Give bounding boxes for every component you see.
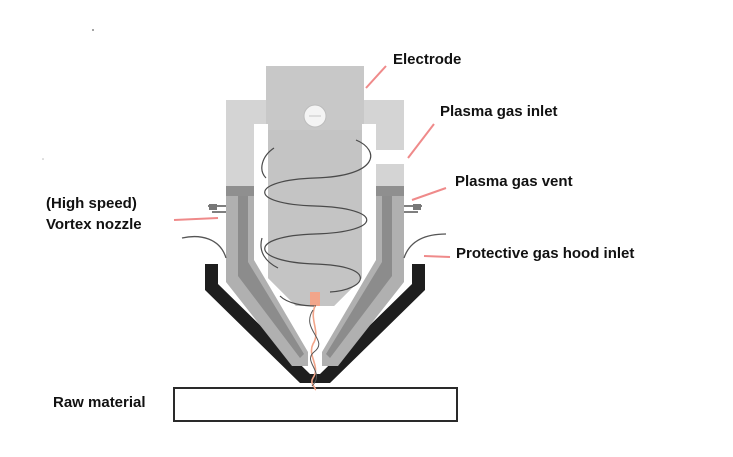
raw-material-plate (173, 387, 458, 422)
protective-gas-hood-inlet-leader-line (423, 255, 451, 258)
vortex-nozzle-right-band (376, 186, 404, 196)
plasma-gas-inlet-label: Plasma gas inlet (440, 103, 558, 120)
torch-body-left (226, 100, 266, 186)
torch-body-right-lower (376, 164, 404, 186)
vortex-nozzle-left-band (226, 186, 254, 196)
electrode-shaft-shade (268, 130, 362, 306)
vortex-nozzle-left-inner (238, 190, 304, 358)
protective-gas-hood (205, 264, 425, 383)
torch-body-right (364, 100, 404, 150)
protective-gas-hood-inlet-label: Protective gas hood inlet (456, 245, 635, 262)
vortex-nozzle-label-line2: Vortex nozzle (46, 216, 142, 233)
gas-inlet-gap (376, 150, 404, 164)
plasma-gas-vent-label: Plasma gas vent (455, 173, 573, 190)
plasma-gas-inlet-leader-line (407, 123, 435, 159)
raw-material-label: Raw material (53, 394, 146, 411)
swirl-gas-path (260, 139, 372, 307)
electrode-label: Electrode (393, 51, 462, 68)
plasma-arc-swirl (309, 309, 320, 387)
electrode-leader-line (365, 65, 387, 89)
plasma-arc (310, 305, 317, 391)
plasma-gas-vent-leader-line (411, 187, 447, 201)
vortex-nozzle-label-line1: (High speed) (46, 195, 137, 212)
vortex-nozzle-right-inner (326, 190, 392, 358)
right-protective-gas-hose (403, 233, 447, 259)
electrode-tip-insert (310, 292, 320, 306)
vortex-nozzle-label: (High speed) Vortex nozzle (46, 193, 142, 235)
vortex-nozzle-leader-line (173, 217, 219, 221)
left-protective-gas-hose (181, 235, 227, 259)
